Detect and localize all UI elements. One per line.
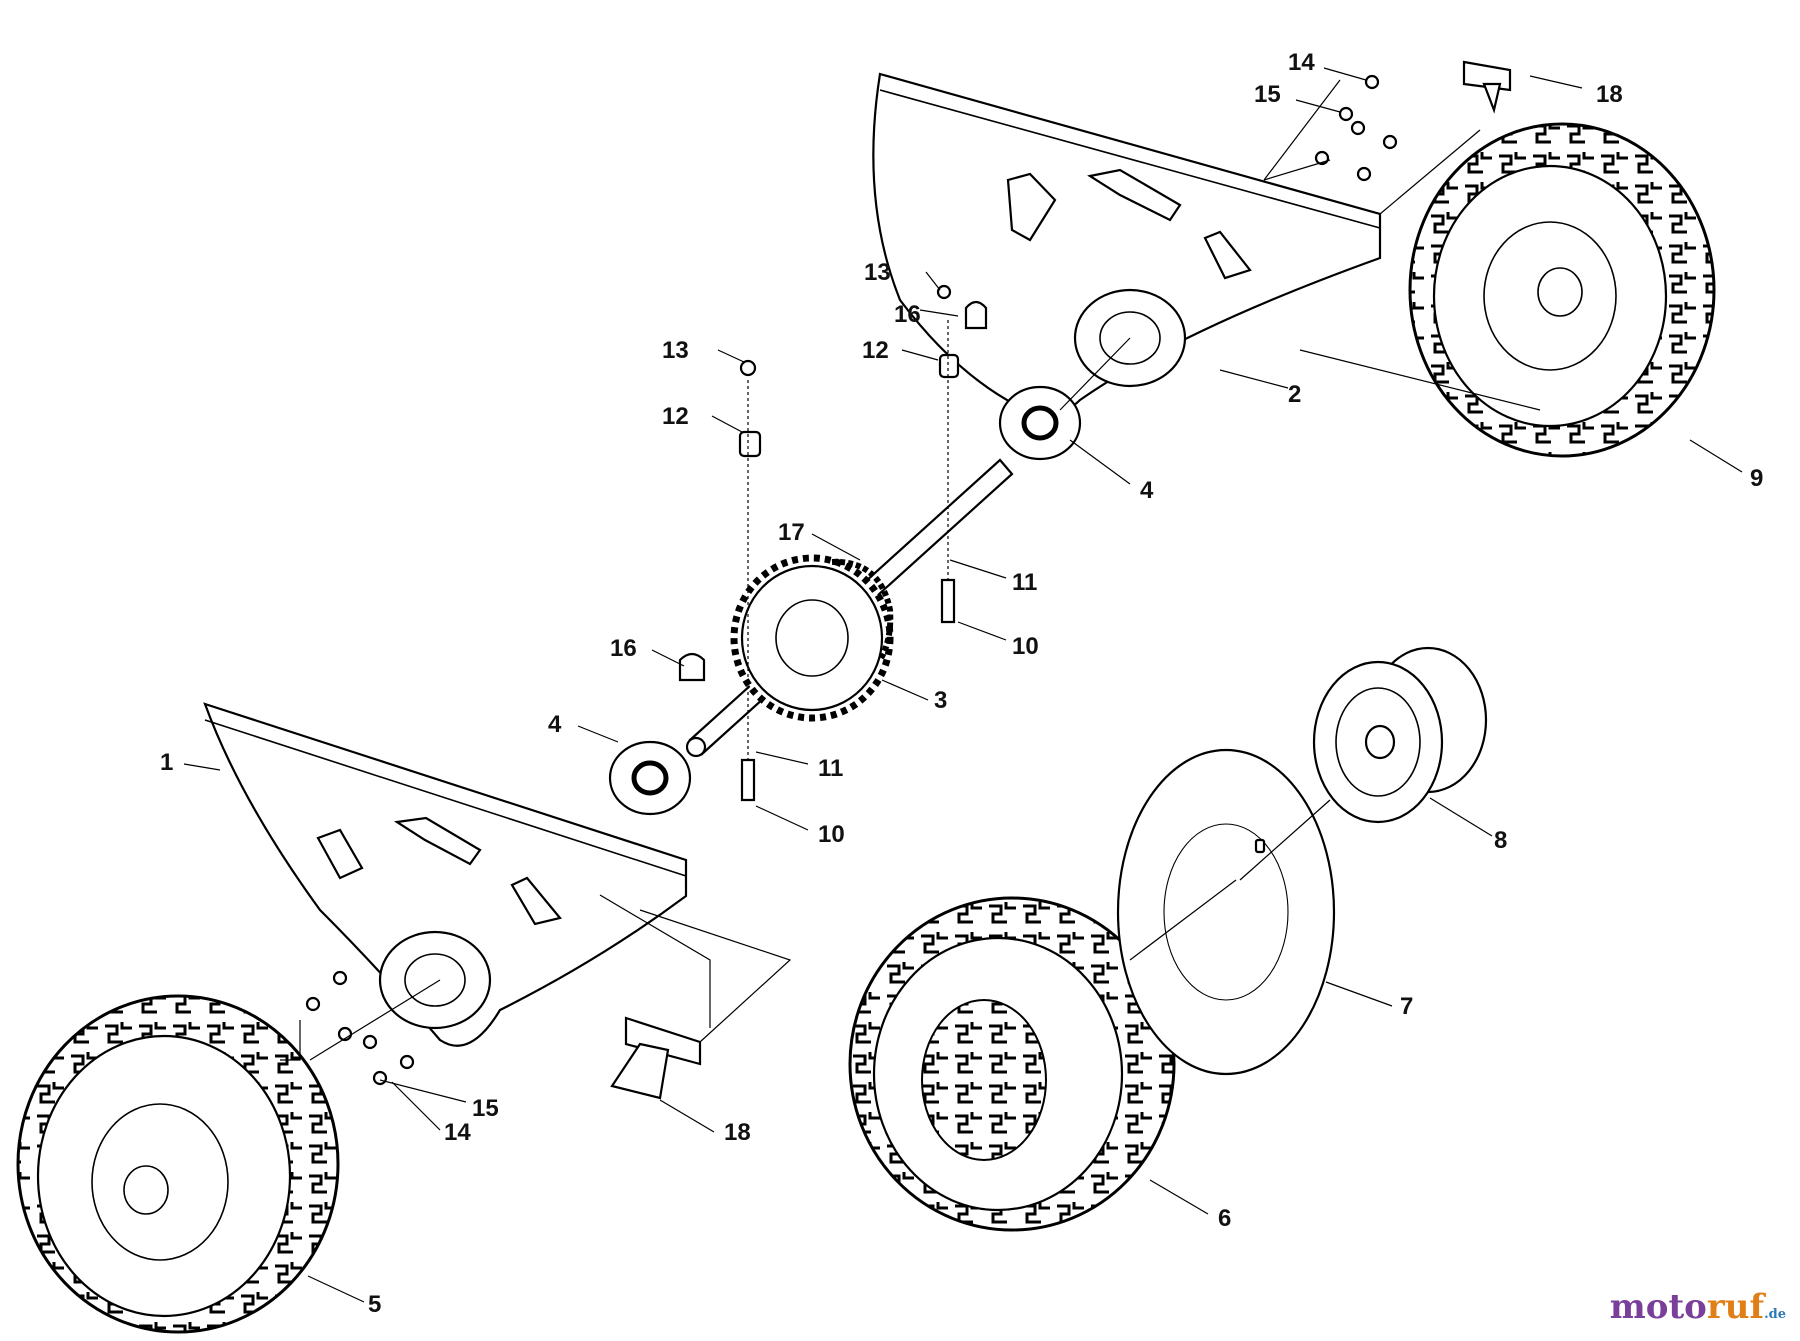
callout-13-left: 13 (662, 337, 689, 364)
callout-13-right: 13 (864, 259, 891, 286)
wheel-9 (1408, 122, 1716, 458)
callout-4-right: 4 (1140, 477, 1154, 504)
bearing-flange-left (608, 740, 692, 816)
callout-12-right: 12 (862, 337, 889, 364)
callout-14-top: 14 (1288, 49, 1315, 76)
hardware (305, 74, 1398, 1086)
callout-14-left: 14 (444, 1119, 471, 1146)
callout-7: 7 (1400, 993, 1413, 1020)
leader-lines (280, 79, 1541, 1061)
callout-9: 9 (1750, 465, 1763, 492)
callout-1: 1 (160, 749, 173, 776)
inner-tube-7 (1116, 748, 1336, 1076)
callout-6: 6 (1218, 1205, 1231, 1232)
bearing-flange-right (998, 385, 1082, 461)
wheel-5 (16, 994, 340, 1334)
callout-5: 5 (368, 1291, 381, 1318)
side-plate-right (872, 72, 1382, 416)
callout-17: 17 (778, 519, 805, 546)
callout-11-right: 11 (1012, 569, 1037, 596)
side-plate-left (203, 702, 688, 1047)
callout-4-left: 4 (548, 711, 562, 738)
watermark-logo: motoruf.de (1610, 1287, 1786, 1327)
callout-10-left: 10 (818, 821, 845, 848)
callout-2: 2 (1288, 381, 1301, 408)
callout-leaders (183, 67, 1743, 1303)
callout-labels: 14 15 18 13 16 12 13 12 2 4 9 17 11 10 1… (160, 49, 1763, 1318)
callout-15-top: 15 (1254, 81, 1281, 108)
callout-10-right: 10 (1012, 633, 1039, 660)
drive-chain (831, 558, 894, 662)
callout-12-left: 12 (662, 403, 689, 430)
bracket-right (1462, 60, 1512, 114)
callout-11-left: 11 (818, 755, 843, 782)
watermark-part-3: .de (1764, 1307, 1786, 1322)
callout-16-right: 16 (894, 301, 921, 328)
bracket-left (610, 1016, 702, 1100)
watermark-part-1: moto (1609, 1287, 1707, 1327)
callout-18-left: 18 (724, 1119, 751, 1146)
watermark-part-2: ruf (1706, 1287, 1765, 1327)
sprocket (730, 554, 894, 722)
callout-3: 3 (934, 687, 947, 714)
callout-16-left: 16 (610, 635, 637, 662)
rim-8 (1312, 646, 1488, 824)
callout-15-left: 15 (472, 1095, 499, 1122)
callout-18-top: 18 (1596, 81, 1623, 108)
tire-6 (848, 896, 1176, 1232)
callout-8: 8 (1494, 827, 1507, 854)
